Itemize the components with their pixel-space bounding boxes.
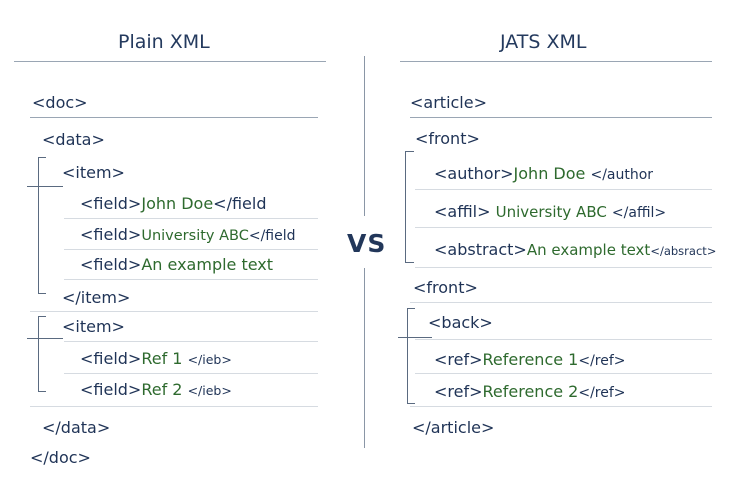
field-open-tag: <field> — [80, 349, 142, 368]
field-close-tag: </ieb> — [187, 352, 232, 367]
article-open-tag: <article> — [410, 93, 487, 112]
field-value: Ref 1 — [141, 349, 183, 368]
field-close-tag: </ieb> — [187, 383, 232, 398]
item1-field-abstract: <field>An example text — [80, 255, 273, 275]
center-divider-top — [364, 56, 365, 216]
doc-divider — [30, 117, 318, 118]
article-close-tag: </article> — [412, 418, 495, 437]
row-divider — [30, 406, 318, 407]
article-divider — [410, 117, 712, 118]
author-close-tag: </author — [590, 167, 654, 183]
back-bracket — [407, 308, 408, 404]
field-open-tag: <field> — [80, 225, 142, 244]
row-divider — [415, 189, 712, 190]
field-open-tag: <field> — [80, 194, 142, 213]
data-close-tag: </data> — [42, 418, 111, 437]
back-bracket-cross — [398, 337, 432, 338]
abstract-element: <abstract>An example text</absract> — [434, 240, 716, 261]
item2-field-ref2: <field>Ref 2 </ieb> — [80, 380, 232, 401]
row-divider — [415, 267, 712, 268]
front-open-tag: <front> — [415, 129, 480, 148]
ref-close-tag: </ref> — [578, 353, 626, 369]
field-open-tag: <field> — [80, 255, 142, 274]
doc-open-tag: <doc> — [32, 93, 88, 112]
ref-open-tag: <ref> — [434, 350, 483, 369]
item1-field-name: <field>John Doe</field — [80, 194, 267, 214]
item2-bracket-cross — [27, 338, 63, 339]
plain-xml-title: Plain XML — [118, 31, 210, 53]
center-divider-bottom — [364, 268, 365, 448]
item1-bracket-bottom — [38, 293, 46, 294]
ref2-element: <ref>Reference 2</ref> — [434, 382, 626, 403]
back-bracket-top — [407, 308, 415, 309]
ref1-element: <ref>Reference 1</ref> — [434, 350, 626, 371]
row-divider — [64, 249, 318, 250]
field-open-tag: <field> — [80, 380, 142, 399]
field-close-tag: </field — [248, 228, 296, 244]
item1-field-affil: <field>University ABC</field — [80, 225, 296, 246]
front-bracket-top — [405, 151, 414, 152]
field-close-tag: </field — [213, 194, 267, 213]
row-divider — [415, 227, 712, 228]
doc-close-tag: </doc> — [30, 448, 91, 467]
item1-bracket-top — [38, 157, 46, 158]
item2-open-tag: <item> — [62, 317, 125, 336]
front-close-tag: <front> — [413, 278, 478, 297]
ref-open-tag: <ref> — [434, 382, 483, 401]
item2-field-ref1: <field>Ref 1 </ieb> — [80, 349, 232, 370]
item1-bracket-cross — [27, 186, 63, 187]
back-open-tag: <back> — [428, 313, 493, 332]
row-divider — [30, 311, 318, 312]
field-value: John Doe — [141, 194, 214, 213]
data-open-tag: <data> — [42, 130, 105, 149]
field-value: University ABC — [141, 228, 249, 244]
author-open-tag: <author> — [434, 164, 514, 183]
row-divider — [415, 373, 712, 374]
row-divider — [410, 406, 712, 407]
back-bracket-bottom — [407, 403, 415, 404]
item1-close-tag: </item> — [62, 288, 131, 307]
author-element: <author>John Doe </author — [434, 164, 653, 185]
front-bracket-bottom — [405, 262, 414, 263]
ref-close-tag: </ref> — [578, 385, 626, 401]
abstract-close-tag: </absract> — [650, 244, 717, 258]
item1-open-tag: <item> — [62, 163, 125, 182]
author-value: John Doe — [513, 164, 586, 183]
affil-open-tag: <affil> — [434, 202, 491, 221]
row-divider — [64, 341, 318, 342]
left-title-divider — [14, 61, 326, 62]
abstract-open-tag: <abstract> — [434, 240, 527, 259]
item2-bracket-bottom — [38, 391, 46, 392]
row-divider — [415, 339, 712, 340]
affil-value: University ABC — [495, 203, 607, 221]
abstract-value: An example text — [526, 241, 651, 259]
item2-bracket-top — [38, 316, 46, 317]
row-divider — [64, 279, 318, 280]
vs-label: VS — [347, 229, 387, 258]
ref-value: Reference 1 — [482, 350, 579, 369]
row-divider — [64, 218, 318, 219]
field-value: An example text — [141, 255, 274, 274]
row-divider — [64, 373, 318, 374]
jats-xml-title: JATS XML — [500, 31, 587, 53]
affil-close-tag: </affil> — [611, 205, 667, 221]
field-value: Ref 2 — [141, 380, 183, 399]
item2-bracket — [38, 316, 39, 392]
front-bracket — [405, 151, 406, 263]
ref-value: Reference 2 — [482, 382, 579, 401]
row-divider — [410, 302, 712, 303]
right-title-divider — [400, 61, 712, 62]
item1-bracket — [38, 157, 39, 294]
affil-element: <affil> University ABC </affil> — [434, 202, 666, 223]
